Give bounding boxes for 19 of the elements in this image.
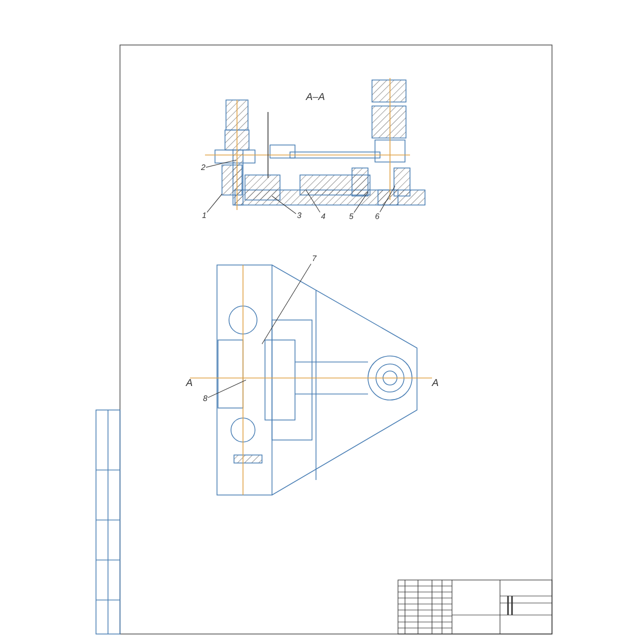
section-mark: А <box>432 378 439 389</box>
leader-line <box>272 196 296 214</box>
leader-line <box>354 192 368 213</box>
leader-line <box>380 186 396 212</box>
section-mark: А <box>186 378 193 389</box>
callout-number: 7 <box>311 254 318 264</box>
callout-number: 5 <box>348 212 354 222</box>
leader-line <box>306 190 320 213</box>
callout-number: 4 <box>320 212 326 222</box>
leader-line <box>206 160 236 168</box>
callout-number: 6 <box>374 212 380 222</box>
callout-number: 3 <box>296 211 302 221</box>
leader-line <box>262 264 312 344</box>
section-title: А–А <box>306 92 325 103</box>
callout-number: 2 <box>200 163 206 173</box>
callout-number: 8 <box>202 394 208 404</box>
leader-line <box>208 380 246 398</box>
callout-number: 1 <box>201 211 208 221</box>
leader-line <box>206 194 222 213</box>
